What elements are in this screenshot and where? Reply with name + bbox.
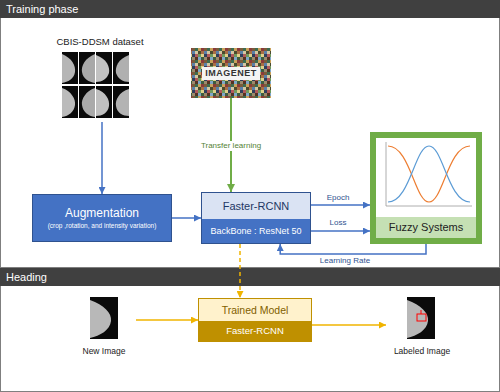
edge-label: Learning Rate — [318, 256, 372, 266]
node-sublabel: Faster-RCNN — [199, 321, 311, 342]
image-figure: Labeled Image — [386, 294, 458, 356]
mammogram-ground — [90, 297, 118, 339]
node-label: IMAGENET — [202, 67, 260, 80]
band-header-bar — [0, 268, 500, 286]
mammogram — [96, 86, 112, 118]
breast-shape — [62, 88, 75, 117]
mammogram — [79, 86, 95, 118]
node-sublabel: (crop ,rotation, and intensity variation… — [48, 222, 157, 230]
image-figure: New Image — [72, 294, 136, 356]
connector-arrow — [172, 217, 201, 219]
edge-label: Epoch — [325, 193, 352, 203]
breast-shape — [96, 89, 109, 116]
mammogram-ground — [79, 86, 95, 118]
dataset-figure: CBIS-DDSM dataset — [45, 36, 155, 122]
membership-curve — [388, 146, 470, 202]
mammogram — [62, 52, 78, 84]
breast-shape — [90, 300, 111, 338]
membership-curve — [388, 146, 470, 202]
mammogram-grid — [62, 52, 129, 118]
mammogram — [79, 52, 95, 84]
phase-band: CBIS-DDSM datasetIMAGENET Augmentation (cr… — [0, 0, 500, 268]
band-header-bar — [0, 0, 500, 18]
imagenet-collage — [191, 48, 271, 98]
breast-shape — [116, 55, 129, 82]
connector-arrow — [239, 244, 241, 298]
breast-shape — [407, 300, 428, 338]
model-box: Faster-RCNNBackBone : ResNet 50 — [201, 192, 311, 244]
node-label: Fuzzy Systems — [376, 217, 476, 238]
band-frame — [1, 1, 500, 268]
band-frame — [1, 269, 500, 392]
node-label: Augmentation — [65, 206, 139, 220]
chart-axis — [386, 142, 387, 206]
mammogram-ground — [79, 52, 95, 84]
breast-shape — [96, 55, 109, 82]
breast-shape — [82, 54, 95, 83]
node-label: Trained Model — [199, 299, 311, 321]
breast-shape — [62, 54, 75, 83]
chart-area — [376, 138, 476, 214]
node-label: CBIS-DDSM dataset — [56, 36, 143, 47]
process-box: Augmentation (crop ,rotation, and intensi… — [32, 194, 172, 242]
mammogram — [62, 86, 78, 118]
phase-band: New Image Trained ModelFaster-RCNN Labeled… — [0, 268, 500, 392]
mammogram-ground — [407, 297, 435, 339]
imagenet-figure: IMAGENET — [191, 48, 271, 98]
mammogram-ground — [62, 52, 78, 84]
connector-arrow — [312, 324, 386, 326]
detection-mark — [421, 310, 422, 314]
connector-arrow — [311, 204, 370, 206]
mammogram — [113, 52, 129, 84]
node-label: Labeled Image — [394, 346, 450, 356]
mammogram-ground — [96, 52, 112, 84]
chart-axis — [386, 206, 472, 207]
detection-box — [417, 314, 426, 321]
connector-arrow — [280, 244, 426, 254]
connector-arrow — [136, 319, 198, 321]
mammogram — [96, 52, 112, 84]
edge-label: Loss — [328, 218, 349, 228]
mammogram-ground — [62, 86, 78, 118]
node-label: Training phase — [6, 3, 78, 15]
node-label: Faster-RCNN — [202, 193, 310, 219]
connector-arrow — [311, 230, 370, 232]
fuzzy-box: Fuzzy Systems — [370, 132, 482, 244]
node-sublabel: BackBone : ResNet 50 — [202, 219, 310, 243]
breast-shape — [116, 89, 129, 116]
connector-arrow — [101, 122, 103, 194]
model-box: Trained ModelFaster-RCNN — [198, 298, 312, 342]
mammogram-ground — [113, 52, 129, 84]
mammogram-ground — [96, 86, 112, 118]
node-label: Heading — [6, 271, 47, 283]
mammogram — [113, 86, 129, 118]
node-label: New Image — [83, 346, 126, 356]
mammogram-ground — [113, 86, 129, 118]
edge-label: Transfer learning — [199, 141, 263, 151]
breast-shape — [82, 88, 95, 117]
